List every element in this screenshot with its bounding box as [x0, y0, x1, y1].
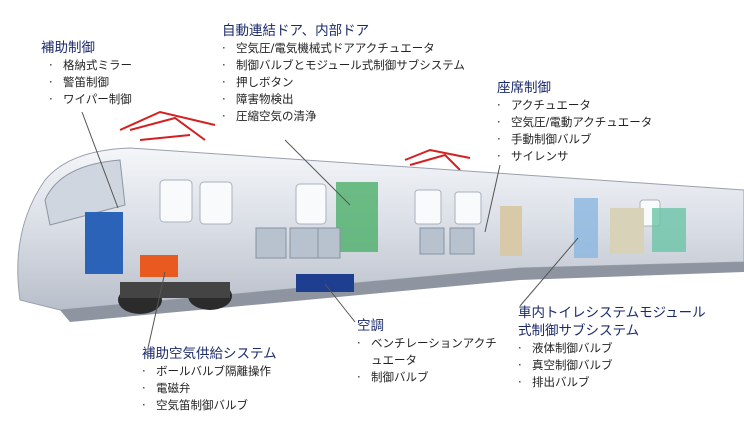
callout-item: ベンチレーションアクチュエータ [357, 335, 497, 369]
callout-title: 補助空気供給システム [142, 346, 277, 362]
pantograph-rear [404, 148, 471, 171]
callout-list: ボールバルブ隔離操作 電磁弁 空気笛制御バルブ [142, 363, 277, 414]
callout-item: 手動制御バルブ [497, 131, 652, 148]
callout-title: 座席制御 [497, 80, 551, 96]
callout-title: 自動連結ドア、内部ドア [222, 23, 370, 39]
callout-list: 格納式ミラー 警笛制御 ワイパー制御 [41, 57, 132, 108]
callout-item: 警笛制御 [49, 74, 132, 91]
callout-item: 液体制御バルブ [518, 340, 708, 357]
callout-list: アクチュエータ 空気圧/電動アクチュエータ 手動制御バルブ サイレンサ [497, 97, 652, 165]
callout-list: ベンチレーションアクチュエータ 制御バルブ [357, 335, 497, 386]
callout-item: サイレンサ [497, 148, 652, 165]
callout-item: アクチュエータ [497, 97, 652, 114]
interior-partition [500, 206, 522, 256]
callout-item: 圧縮空気の清浄 [222, 108, 465, 125]
callout-doors: 自動連結ドア、内部ドア 空気圧/電気機械式ドアアクチュエータ 制御バルブとモジュ… [222, 22, 465, 125]
seats [255, 227, 475, 259]
windows [159, 179, 661, 227]
cab-window [44, 159, 126, 226]
cab-console [85, 212, 123, 274]
callout-item: 空気笛制御バルブ [142, 397, 277, 414]
callout-aux-air: 補助空気供給システム ボールバルブ隔離操作 電磁弁 空気笛制御バルブ [142, 345, 277, 414]
aux-air-unit [140, 255, 178, 277]
callout-seat-control: 座席制御 アクチュエータ 空気圧/電動アクチュエータ 手動制御バルブ サイレンサ [497, 79, 652, 165]
callout-toilet: 車内トイレシステムモジュール式制御サブシステム 液体制御バルブ 真空制御バルブ … [518, 304, 708, 391]
callout-hvac: 空調 ベンチレーションアクチュエータ 制御バルブ [357, 317, 497, 386]
toilet-module [574, 198, 598, 258]
callout-title: 空調 [357, 318, 384, 334]
callout-item: 制御バルブとモジュール式制御サブシステム [222, 57, 465, 74]
callout-list: 液体制御バルブ 真空制御バルブ 排出バルブ [518, 340, 708, 391]
callout-item: ワイパー制御 [49, 91, 132, 108]
callout-item: 制御バルブ [357, 369, 497, 386]
callout-title: 補助制御 [41, 40, 95, 56]
callout-title: 車内トイレシステムモジュール式制御サブシステム [518, 305, 706, 339]
callout-item: 真空制御バルブ [518, 357, 708, 374]
interior-cabinet [610, 208, 644, 254]
pantograph-front [119, 110, 216, 141]
hvac-unit [296, 274, 354, 292]
callout-item: 空気圧/電動アクチュエータ [497, 114, 652, 131]
callout-aux-control: 補助制御 格納式ミラー 警笛制御 ワイパー制御 [41, 39, 132, 108]
leader-lines [81, 111, 579, 349]
callout-item: 空気圧/電気機械式ドアアクチュエータ [222, 40, 465, 57]
callout-item: 格納式ミラー [49, 57, 132, 74]
train-body [17, 147, 744, 311]
callout-item: 障害物検出 [222, 91, 465, 108]
interior-cabinet-green [652, 208, 686, 252]
callout-item: ボールバルブ隔離操作 [142, 363, 277, 380]
callout-item: 排出バルブ [518, 374, 708, 391]
door-module [336, 182, 378, 252]
bogie-wheels [118, 282, 232, 314]
train-underframe [60, 262, 744, 322]
callout-item: 押しボタン [222, 74, 465, 91]
callout-list: 空気圧/電気機械式ドアアクチュエータ 制御バルブとモジュール式制御サブシステム … [222, 40, 465, 125]
callout-item: 電磁弁 [142, 380, 277, 397]
